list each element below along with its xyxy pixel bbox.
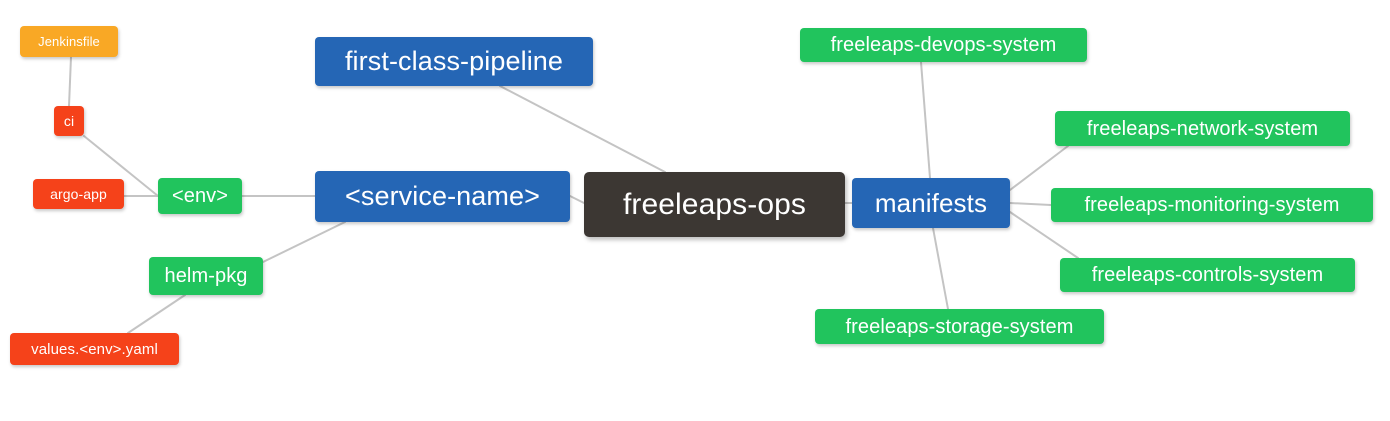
node-manifests[interactable]: manifests	[852, 178, 1010, 228]
node-env[interactable]: <env>	[158, 178, 242, 214]
node-freeleaps-storage-system[interactable]: freeleaps-storage-system	[815, 309, 1104, 344]
node-label-service-name: <service-name>	[345, 181, 540, 211]
edge-service-name-to-root	[569, 195, 585, 204]
edge-service-name-to-helm-pkg	[262, 221, 346, 263]
edge-freeleaps-monitoring-system-to-manifests	[1009, 202, 1052, 206]
node-service-name[interactable]: <service-name>	[315, 171, 570, 222]
edge-freeleaps-storage-system-to-manifests	[932, 227, 949, 310]
node-jenkinsfile[interactable]: Jenkinsfile	[20, 26, 118, 57]
root-node-label: freeleaps-ops	[622, 187, 807, 221]
node-freeleaps-network-system[interactable]: freeleaps-network-system	[1055, 111, 1350, 146]
node-label-env: <env>	[171, 185, 229, 207]
node-label-freeleaps-devops-system: freeleaps-devops-system	[830, 34, 1057, 56]
node-first-class-pipeline[interactable]: first-class-pipeline	[315, 37, 593, 86]
node-label-freeleaps-monitoring-system: freeleaps-monitoring-system	[1084, 194, 1340, 216]
edge-helm-pkg-to-values-env-yaml	[127, 294, 186, 334]
node-label-jenkinsfile: Jenkinsfile	[38, 34, 100, 49]
node-label-ci: ci	[63, 113, 75, 129]
edge-freeleaps-network-system-to-manifests	[1009, 145, 1069, 191]
node-freeleaps-monitoring-system[interactable]: freeleaps-monitoring-system	[1051, 188, 1373, 222]
edge-freeleaps-devops-system-to-manifests	[920, 61, 931, 179]
node-label-argo-app: argo-app	[50, 186, 107, 202]
node-label-helm-pkg: helm-pkg	[164, 265, 248, 287]
node-label-freeleaps-storage-system: freeleaps-storage-system	[845, 315, 1074, 338]
edge-jenkinsfile-to-ci	[68, 56, 72, 107]
node-freeleaps-controls-system[interactable]: freeleaps-controls-system	[1060, 258, 1355, 292]
node-label-freeleaps-controls-system: freeleaps-controls-system	[1091, 264, 1324, 286]
root-node-freeleaps-ops[interactable]: freeleaps-ops	[584, 172, 845, 237]
node-helm-pkg[interactable]: helm-pkg	[149, 257, 263, 295]
node-ci[interactable]: ci	[54, 106, 84, 136]
node-freeleaps-devops-system[interactable]: freeleaps-devops-system	[800, 28, 1087, 62]
edge-first-class-pipeline-to-root	[499, 85, 666, 173]
node-label-first-class-pipeline: first-class-pipeline	[344, 46, 564, 76]
node-label-freeleaps-network-system: freeleaps-network-system	[1086, 117, 1319, 140]
node-label-manifests: manifests	[874, 188, 988, 218]
node-values-env-yaml[interactable]: values.<env>.yaml	[10, 333, 179, 365]
node-argo-app[interactable]: argo-app	[33, 179, 124, 209]
node-label-values-env-yaml: values.<env>.yaml	[31, 340, 158, 358]
